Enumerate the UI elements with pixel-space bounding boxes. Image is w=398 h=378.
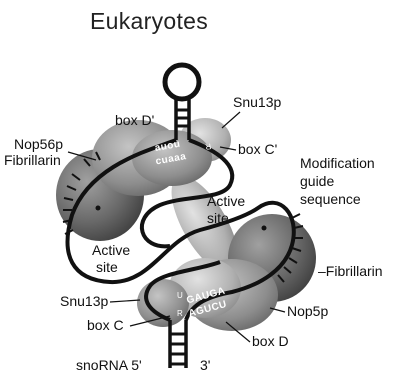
label-nop5p: Nop5p — [287, 303, 328, 319]
label-modification-line3: sequence — [300, 191, 361, 207]
label-modification-line2: guide — [300, 173, 334, 189]
top-stem-rungs — [176, 110, 189, 126]
label-snu13p-bottom: Snu13p — [60, 293, 108, 309]
label-active-site-lower-line2: site — [96, 259, 118, 275]
label-3prime: 3' — [200, 357, 210, 373]
bottom-stem-rungs — [170, 334, 186, 364]
label-box-d-prime: box D' — [115, 112, 154, 128]
label-snorna-5prime: snoRNA 5' — [76, 357, 142, 373]
label-box-c: box C — [87, 317, 124, 333]
label-nop56p: Nop56p — [14, 136, 63, 152]
label-snu13p-top: Snu13p — [233, 94, 281, 110]
leader-snu13p-bottom — [110, 300, 140, 302]
lower-seq-r: R — [177, 309, 183, 318]
label-active-site-upper-line2: site — [207, 210, 229, 226]
label-fibrillarin-left: Fibrillarin — [4, 152, 61, 168]
active-site-dot-upper — [96, 206, 101, 211]
snu13p-bottom-protein — [137, 279, 189, 327]
label-box-d: box D — [252, 333, 289, 349]
label-fibrillarin-right: –Fibrillarin — [318, 263, 383, 279]
leader-snu13p-top — [222, 112, 240, 128]
label-box-c-prime: box C' — [238, 141, 277, 157]
top-hairpin-loop — [165, 65, 199, 99]
label-active-site-upper-line1: Active — [207, 193, 245, 209]
active-site-dot-lower — [262, 226, 267, 231]
lower-seq-u: U — [177, 291, 183, 300]
label-modification-line1: Modification — [300, 155, 375, 171]
label-active-site-lower-line1: Active — [92, 242, 130, 258]
